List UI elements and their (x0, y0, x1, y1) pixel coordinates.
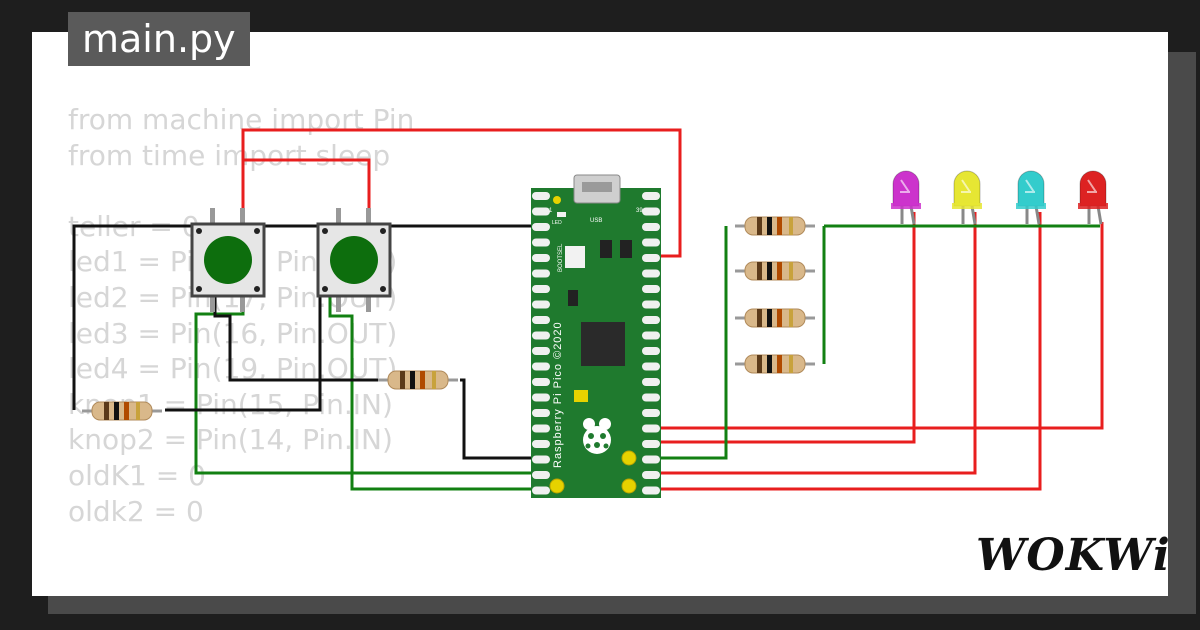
wire-black-1 (72, 224, 543, 410)
pico-usb-label: USB (590, 218, 602, 224)
pico-pin-r-1[interactable] (642, 192, 660, 200)
code-line-2: from time import sleep (68, 138, 391, 172)
pico-pin-l-18[interactable] (532, 455, 550, 464)
green-wires (194, 224, 1100, 491)
wire-green-2 (328, 296, 543, 491)
pico-pin-r-16[interactable] (642, 424, 660, 433)
wire-red-3 (652, 222, 1104, 430)
pico-pin-l-3[interactable] (532, 223, 550, 231)
pico-pin-l-10[interactable] (532, 331, 550, 340)
pico-pin-r-19[interactable] (642, 471, 660, 479)
pico-name-label: Raspberry Pi Pico ©2020 (552, 321, 564, 468)
resistor-6[interactable] (733, 353, 817, 375)
code-line-11: oldK1 = 0 (68, 458, 206, 492)
pico-pin-r-8[interactable] (642, 300, 660, 309)
black-wires (72, 224, 543, 460)
pico-pin-r-18[interactable] (642, 455, 660, 464)
led-magenta[interactable] (891, 170, 921, 225)
pico-pin-l-4[interactable] (532, 238, 550, 247)
pico-pin-l-14[interactable] (532, 393, 550, 402)
pico-pin-l-6[interactable] (532, 269, 550, 278)
pico-pin-r-3[interactable] (642, 223, 660, 231)
pico-pin-1-label: 1 (549, 208, 553, 214)
pico-pin-l-1[interactable] (532, 192, 550, 200)
raspberry-logo-icon (583, 418, 611, 454)
led-red[interactable] (1078, 170, 1108, 225)
code-line-10: knop2 = Pin(14, Pin.IN) (68, 423, 393, 457)
led-yellow[interactable] (952, 170, 982, 225)
wire-red-6 (652, 212, 1042, 491)
raspberry-pi-pico[interactable]: USB LED 1 39 BOOTSEL Raspberry Pi Pico ©… (531, 174, 661, 498)
resistor-4[interactable] (733, 260, 817, 282)
pico-pin-r-20[interactable] (642, 486, 660, 495)
wire-green-1 (194, 296, 543, 475)
pico-pin-r-12[interactable] (642, 362, 660, 371)
pico-pin-l-7[interactable] (532, 285, 550, 293)
resistor-1[interactable] (80, 400, 164, 422)
pushbutton-2[interactable] (316, 208, 392, 312)
wire-black-3 (460, 378, 543, 460)
pico-pin-r-5[interactable] (642, 254, 660, 262)
pico-pin-r-10[interactable] (642, 331, 660, 340)
pico-pins (532, 192, 660, 495)
wire-red-4 (652, 212, 916, 444)
pico-pin-l-13[interactable] (532, 378, 550, 386)
resistor-2[interactable] (376, 369, 460, 391)
red-wires (241, 128, 1104, 491)
pico-pin-l-2[interactable] (532, 207, 550, 216)
wokwi-logo: WOKWi (976, 530, 1171, 581)
leds (891, 170, 1108, 225)
pico-led-label: LED (552, 220, 562, 226)
pico-pin-l-12[interactable] (532, 362, 550, 371)
wire-black-4 (165, 296, 322, 412)
filename-tab[interactable]: main.py (68, 12, 250, 66)
wire-green-3 (652, 226, 728, 460)
pico-pin-l-16[interactable] (532, 424, 550, 433)
pico-pin-l-5[interactable] (532, 254, 550, 262)
pico-pin-r-4[interactable] (642, 238, 660, 247)
pico-pin-r-6[interactable] (642, 269, 660, 278)
pico-pin-l-9[interactable] (532, 316, 550, 324)
pico-pin-l-8[interactable] (532, 300, 550, 309)
pico-pin-r-14[interactable] (642, 393, 660, 402)
pico-pin-r-15[interactable] (642, 409, 660, 417)
pico-pin-l-17[interactable] (532, 440, 550, 448)
pico-pin-r-9[interactable] (642, 316, 660, 324)
pico-pin-r-11[interactable] (642, 347, 660, 355)
pico-pin-r-13[interactable] (642, 378, 660, 386)
wire-red-2 (241, 158, 371, 208)
pico-pin-l-11[interactable] (532, 347, 550, 355)
wire-red-5 (652, 212, 977, 475)
wire-red-1 (241, 128, 682, 258)
pico-pin-r-2[interactable] (642, 207, 660, 216)
pico-pin-l-15[interactable] (532, 409, 550, 417)
pico-pin-l-20[interactable] (532, 486, 550, 495)
code-line-7: led3 = Pin(16, Pin.OUT) (68, 316, 398, 350)
pico-pin-39-label: 39 (636, 208, 643, 214)
pico-pin-r-17[interactable] (642, 440, 660, 448)
pico-pin-l-19[interactable] (532, 471, 550, 479)
pico-pin-r-7[interactable] (642, 285, 660, 293)
led-cyan[interactable] (1016, 170, 1046, 225)
resistor-3[interactable] (733, 215, 817, 237)
pushbutton-1[interactable] (190, 208, 266, 312)
code-line-12: oldk2 = 0 (68, 494, 204, 528)
pico-bootsel-label: BOOTSEL (558, 243, 564, 272)
resistor-5[interactable] (733, 307, 817, 329)
